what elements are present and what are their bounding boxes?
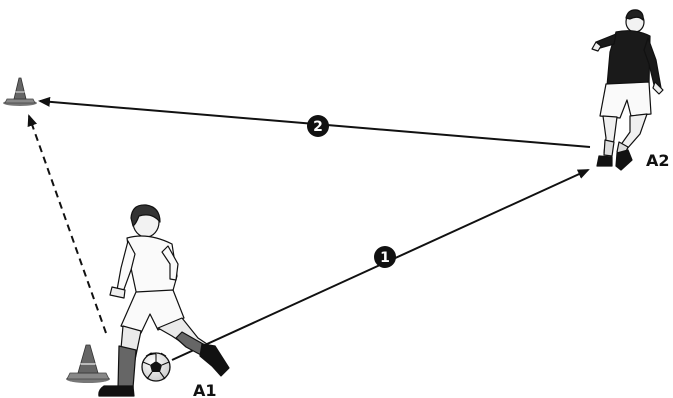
soccer-ball-icon [141,352,171,382]
player-a1-figure [98,204,230,397]
step-1-badge: 1 [374,246,396,268]
svg-text:1: 1 [380,250,390,266]
run-arrow-dashed [27,114,107,334]
player-a2-label: A2 [646,151,670,170]
cone-bottom-left-icon [66,344,110,383]
player-a1-label: A1 [193,381,217,398]
svg-text:2: 2 [313,119,323,135]
player-a2-figure [591,9,664,171]
step-2-badge: 2 [307,115,329,137]
cone-top-left-icon [3,77,37,106]
